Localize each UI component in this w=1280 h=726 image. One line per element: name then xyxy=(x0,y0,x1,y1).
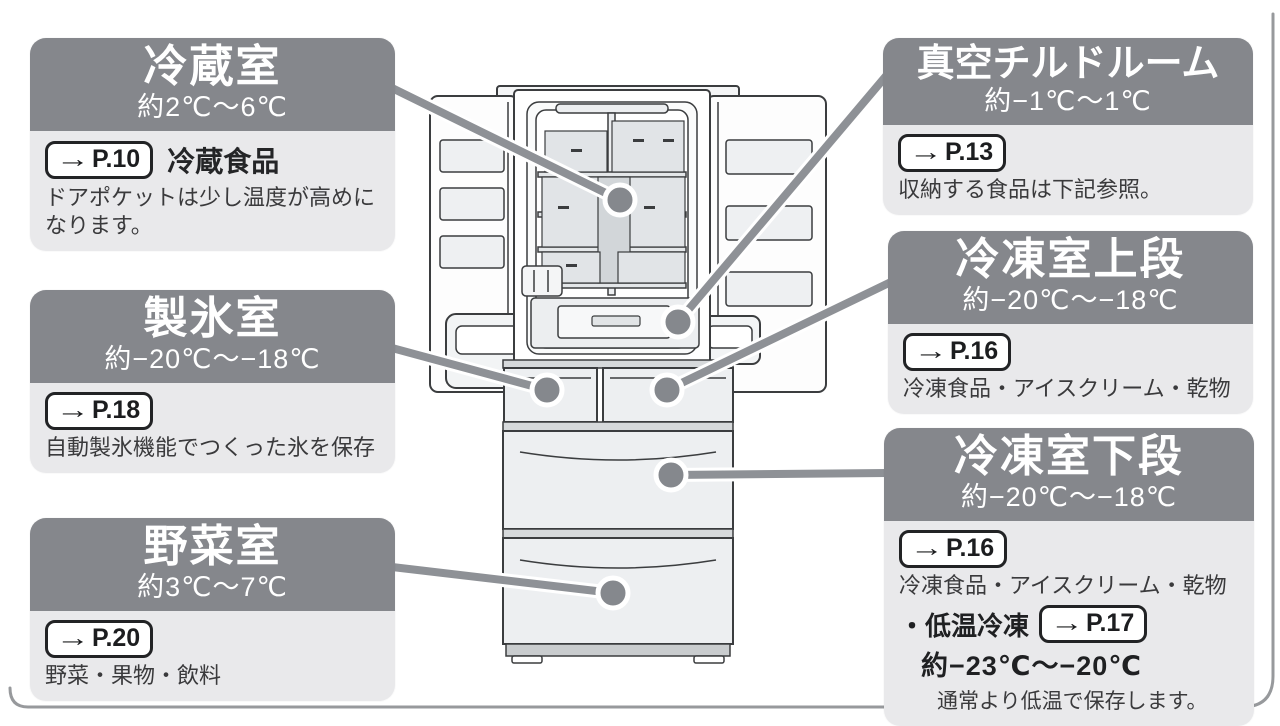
callout-body: →P.16 冷凍食品・アイスクリーム・乾物 xyxy=(888,324,1253,414)
low-temp-freezing-range: 約−23℃～−20℃ xyxy=(921,651,1142,682)
arrow-right-icon: → xyxy=(914,336,948,365)
compartment-title: 冷凍室下段 xyxy=(954,432,1184,481)
page-ref-label: P.16 xyxy=(946,533,995,562)
callout-body: →P.16 冷凍食品・アイスクリーム・乾物 ・低温冷凍 →P.17 約−23℃～… xyxy=(884,521,1254,726)
page-ref-label: P.10 xyxy=(92,144,141,173)
compartment-title: 冷凍室上段 xyxy=(955,235,1186,284)
ref-category-label: 冷蔵食品 xyxy=(167,145,280,177)
callout-line-vacuum-chilled xyxy=(674,72,890,326)
callout-dot-vacuum-chilled xyxy=(660,304,696,340)
low-temp-freezing-note: 通常より低温で保存します。 xyxy=(937,690,1208,714)
page-ref-badge[interactable]: →P.20 xyxy=(45,619,154,658)
compartment-temp-range: 約2℃～6℃ xyxy=(137,91,288,122)
callout-line-freezer-upper xyxy=(663,278,895,394)
page-ref-badge[interactable]: →P.16 xyxy=(899,529,1008,568)
arrow-right-icon: → xyxy=(910,533,944,562)
callout-ice-making-room: 製氷室 約−20℃～−18℃ →P.18 自動製氷機能でつくった氷を保存 xyxy=(30,290,395,474)
fridge-base xyxy=(505,643,731,657)
small-container xyxy=(521,265,563,297)
callout-dot-freezer-lower xyxy=(653,457,689,493)
compartment-title: 野菜室 xyxy=(143,522,282,571)
arrow-right-icon: → xyxy=(56,395,90,424)
compartment-note: ドアポケットは少し温度が高めになります。 xyxy=(45,184,376,239)
callout-body: →P.10 冷蔵食品 ドアポケットは少し温度が高めになります。 xyxy=(30,131,395,251)
callout-dot-vegetable xyxy=(595,575,631,611)
arrow-right-icon: → xyxy=(56,623,90,652)
compartment-title: 真空チルドルーム xyxy=(916,43,1220,85)
callout-header: 製氷室 約−20℃～−18℃ xyxy=(30,290,395,383)
compartment-title: 製氷室 xyxy=(143,294,282,343)
stored-food-items xyxy=(541,120,686,284)
callout-header: 真空チルドルーム 約−1℃～1℃ xyxy=(883,38,1253,125)
callout-vacuum-chilled-room: 真空チルドルーム 約−1℃～1℃ →P.13 収納する食品は下記参照。 xyxy=(883,38,1253,215)
callout-dot-refrigerator xyxy=(602,182,638,218)
page-ref-badge[interactable]: →P.13 xyxy=(898,133,1007,172)
callout-body: →P.13 収納する食品は下記参照。 xyxy=(883,125,1253,215)
page-ref-badge[interactable]: →P.10 xyxy=(45,140,154,179)
page-ref-badge[interactable]: →P.18 xyxy=(45,391,154,430)
callout-dot-ice-room xyxy=(529,372,565,408)
callout-dot-freezer-upper xyxy=(649,372,685,408)
compartment-note: 冷凍食品・アイスクリーム・乾物 xyxy=(903,375,1231,401)
fridge-body xyxy=(429,85,827,664)
page-ref-label: P.13 xyxy=(945,137,994,166)
page-ref-badge[interactable]: →P.16 xyxy=(903,332,1012,371)
callout-header: 冷凍室下段 約−20℃～−18℃ xyxy=(884,428,1254,521)
compartment-note: 自動製氷機能でつくった氷を保存 xyxy=(45,434,376,460)
page-ref-label: P.18 xyxy=(92,395,141,424)
callout-body: →P.20 野菜・果物・飲料 xyxy=(30,611,395,701)
arrow-right-icon: → xyxy=(1050,609,1084,638)
compartment-temp-range: 約−20℃～−18℃ xyxy=(960,481,1178,512)
callout-line-freezer-lower xyxy=(667,469,891,479)
page-ref-label: P.20 xyxy=(92,623,141,652)
page-ref-label: P.16 xyxy=(950,336,999,365)
page-ref-label: P.17 xyxy=(1086,609,1135,638)
callout-body: →P.18 自動製氷機能でつくった氷を保存 xyxy=(30,383,395,473)
page-ref-badge[interactable]: →P.17 xyxy=(1039,605,1148,644)
compartment-temp-range: 約−20℃～−18℃ xyxy=(104,343,321,374)
compartment-note: 収納する食品は下記参照。 xyxy=(898,176,1163,202)
callout-header: 冷凍室上段 約−20℃～−18℃ xyxy=(888,231,1253,324)
callout-header: 冷蔵室 約2℃～6℃ xyxy=(30,38,395,131)
callout-refrigerator-compartment: 冷蔵室 約2℃～6℃ →P.10 冷蔵食品 ドアポケットは少し温度が高めになりま… xyxy=(30,38,395,252)
vacuum-chilled-drawer xyxy=(530,297,700,349)
interior-lamp-bar xyxy=(555,103,669,114)
callout-vegetable-room: 野菜室 約3℃～7℃ →P.20 野菜・果物・飲料 xyxy=(30,518,395,702)
fridge-interior xyxy=(513,89,711,365)
arrow-right-icon: → xyxy=(56,144,90,173)
callout-line-vegetable xyxy=(388,563,617,597)
compartment-temp-range: 約−20℃～−18℃ xyxy=(962,284,1179,315)
compartment-note: 冷凍食品・アイスクリーム・乾物 xyxy=(899,572,1227,598)
compartment-title: 冷蔵室 xyxy=(143,42,282,91)
compartment-temp-range: 約−1℃～1℃ xyxy=(984,85,1152,116)
callout-freezer-upper: 冷凍室上段 約−20℃～−18℃ →P.16 冷凍食品・アイスクリーム・乾物 xyxy=(888,231,1253,415)
low-temp-freezing-label: ・低温冷凍 xyxy=(899,610,1030,641)
compartment-note: 野菜・果物・飲料 xyxy=(45,662,222,688)
compartment-temp-range: 約3℃～7℃ xyxy=(137,571,288,602)
callout-line-ice-room xyxy=(388,344,551,394)
arrow-right-icon: → xyxy=(909,137,943,166)
callout-header: 野菜室 約3℃～7℃ xyxy=(30,518,395,611)
callout-line-refrigerator xyxy=(388,84,624,204)
callout-freezer-lower: 冷凍室下段 約−20℃～−18℃ →P.16 冷凍食品・アイスクリーム・乾物 ・… xyxy=(884,428,1254,726)
